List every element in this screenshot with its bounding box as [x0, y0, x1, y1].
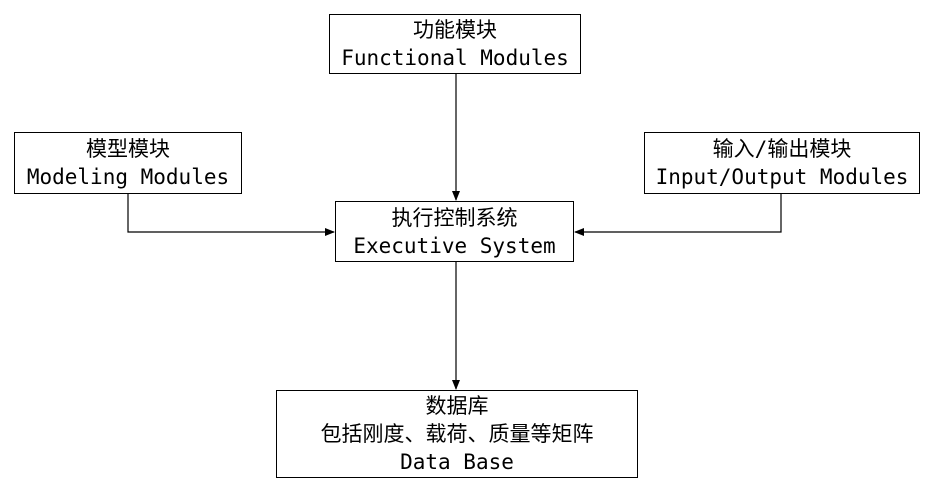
database-label-cn: 数据库	[425, 394, 489, 418]
database-label-en: Data Base	[400, 450, 514, 474]
executive-system-box: 执行控制系统 Executive System	[335, 201, 574, 262]
modeling-modules-label-cn: 模型模块	[86, 137, 170, 161]
io-modules-box: 输入/输出模块 Input/Output Modules	[644, 132, 920, 194]
executive-system-label-cn: 执行控制系统	[391, 205, 518, 230]
arrow-modeling-to-executive	[127, 194, 335, 236]
functional-modules-label-cn: 功能模块	[413, 18, 497, 42]
modeling-modules-label-en: Modeling Modules	[26, 165, 230, 189]
database-box: 数据库 包括刚度、载荷、质量等矩阵 Data Base	[276, 390, 638, 478]
modeling-modules-box: 模型模块 Modeling Modules	[14, 132, 242, 194]
functional-modules-box: 功能模块 Functional Modules	[329, 14, 581, 74]
io-modules-label-en: Input/Output Modules	[655, 165, 909, 189]
functional-modules-label-en: Functional Modules	[341, 46, 569, 70]
database-contents-label: 包括刚度、载荷、质量等矩阵	[320, 422, 594, 446]
arrow-io-to-executive	[574, 194, 782, 236]
executive-system-label-en: Executive System	[353, 233, 556, 258]
io-modules-label-cn: 输入/输出模块	[712, 137, 852, 161]
